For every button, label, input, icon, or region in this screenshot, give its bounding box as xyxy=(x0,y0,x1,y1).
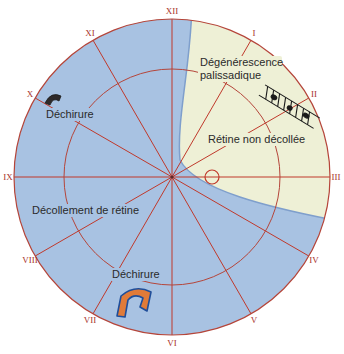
equator-circle xyxy=(64,69,280,285)
clock-hour: IV xyxy=(309,255,319,266)
macula-dot xyxy=(170,175,173,178)
clock-meridians xyxy=(14,19,330,335)
clock-hour: VI xyxy=(167,338,177,349)
region-label: Décollement de rétine xyxy=(30,204,141,217)
optic-disc xyxy=(205,170,219,184)
clock-hour: III xyxy=(332,172,341,183)
ora-serrata-circle xyxy=(14,19,330,335)
clock-hour: I xyxy=(253,28,256,39)
lesion-label: Déchirure xyxy=(110,268,162,281)
clock-hour: VIII xyxy=(22,255,38,266)
lesion-label: Déchirure xyxy=(44,108,96,121)
clock-hour: X xyxy=(27,89,34,100)
retinal-tear xyxy=(45,95,61,105)
clock-hour: V xyxy=(251,315,258,326)
clock-hour: II xyxy=(311,89,317,100)
lesion-label: Dégénérescence palissadique xyxy=(198,56,282,82)
region-label: Rétine non décollée xyxy=(206,133,307,146)
clock-hour: XII xyxy=(166,6,179,17)
retinal-tear xyxy=(117,289,151,317)
lattice-degeneration xyxy=(259,85,320,129)
clock-hour: XI xyxy=(85,28,95,39)
clock-hour: VII xyxy=(84,315,97,326)
clock-hour: IX xyxy=(3,172,13,183)
detachment-border xyxy=(179,0,344,222)
